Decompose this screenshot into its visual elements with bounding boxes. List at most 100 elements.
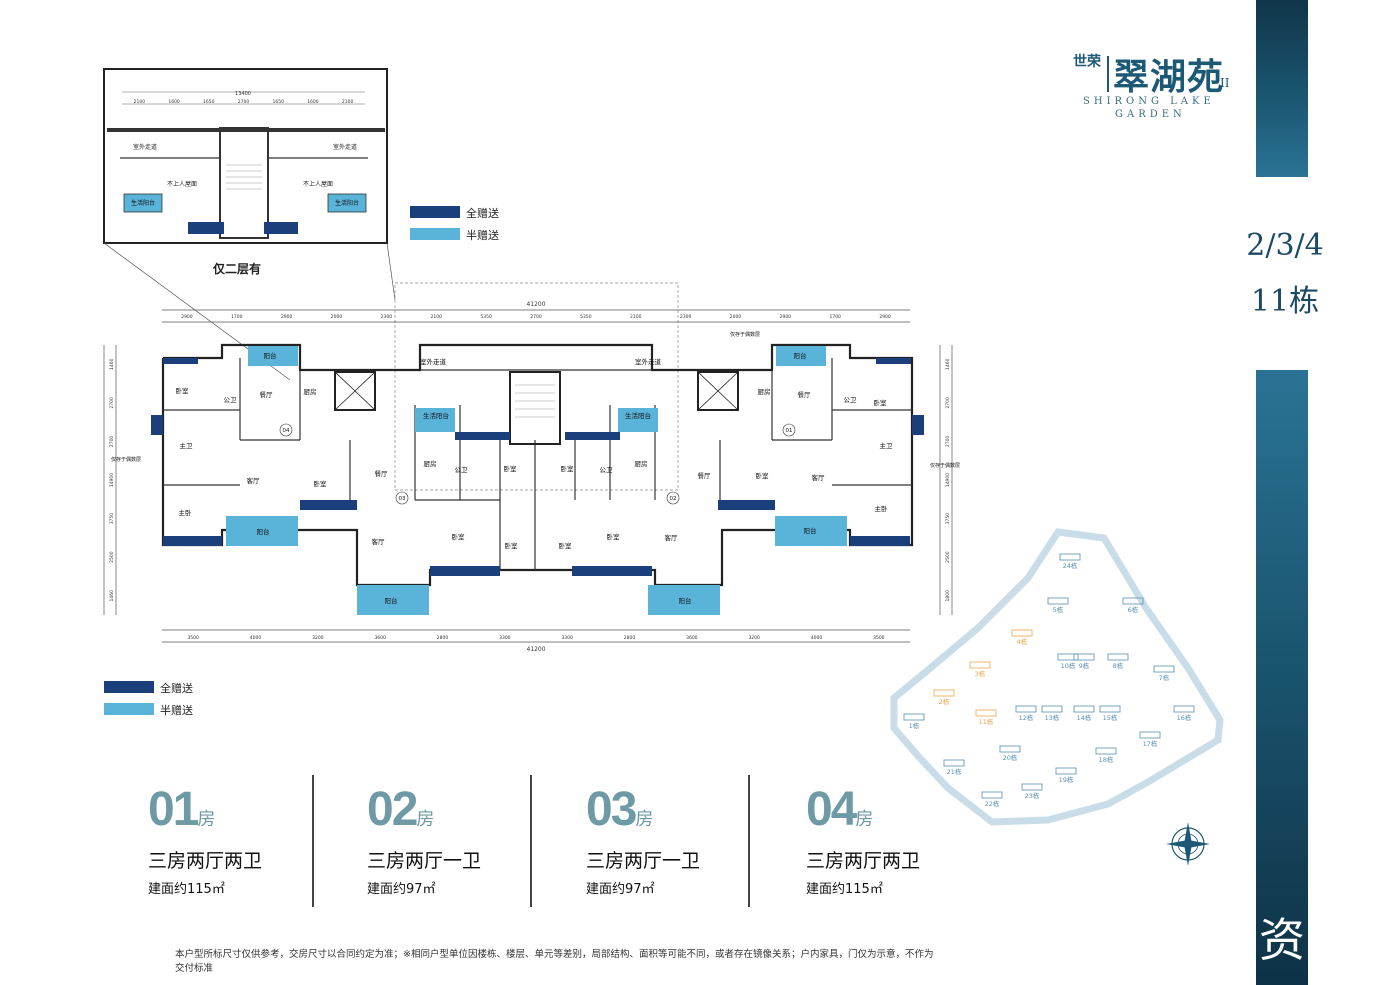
room-label: 客厅: [372, 537, 386, 546]
room-label: 阳台: [804, 526, 817, 535]
svg-text:不上人屋面: 不上人屋面: [167, 180, 197, 188]
room-label: 卧室: [559, 541, 573, 550]
plan-top-dim-label: 2300: [381, 314, 393, 320]
plan-bottom-dim-label: 3600: [374, 635, 386, 641]
site-building-shape: [1057, 653, 1079, 661]
side-banner-bottom: [1256, 370, 1308, 985]
room-label: 客厅: [812, 473, 826, 482]
inset-dim-label: 1650: [203, 99, 215, 105]
inset-dim-label: 1600: [168, 99, 180, 105]
site-building-shape: [1073, 705, 1095, 713]
room-label: 公卫: [600, 466, 614, 474]
site-building-label: 16栋: [1177, 713, 1192, 722]
room-label: 厨房: [304, 387, 317, 396]
plan-top-dim-label: 5350: [480, 314, 492, 320]
site-building-shape: [1021, 783, 1043, 791]
side-banner-top: [1256, 0, 1308, 177]
site-building-label: 19栋: [1059, 775, 1074, 784]
room-label: 阳台: [257, 527, 270, 536]
plan-right-dim-label: 2700: [945, 436, 951, 448]
side-banner-char: 资: [1259, 913, 1305, 967]
unit-tag-circle: [666, 491, 680, 505]
room-label: 生活阳台: [625, 411, 651, 420]
site-building-label: 5栋: [1053, 605, 1064, 614]
plan-top-dim-label: 2700: [530, 314, 542, 320]
plan-top-dim-label: 2000: [730, 314, 742, 320]
legend-full-label: 全赠送: [160, 682, 193, 695]
plan-walls: [161, 343, 914, 587]
unit-03-type: 三房两厅一卫: [586, 850, 701, 872]
site-building-label: 24栋: [1063, 561, 1078, 570]
room-label: 主卧: [179, 508, 193, 517]
unit-03: 03房: [586, 782, 653, 837]
unit-02-area: 建面约97㎡: [367, 882, 436, 897]
unit-01-type: 三房两厅两卫: [148, 850, 263, 872]
room-label: 卧室: [756, 471, 770, 480]
room-label: 餐厅: [798, 390, 812, 399]
site-building-shape: [1011, 629, 1033, 637]
plan-bottom-dim-label: 4000: [250, 635, 262, 641]
site-building-label: 21栋: [947, 767, 962, 776]
unit-04-type: 三房两厅两卫: [806, 850, 921, 872]
svg-text:不上人屋面: 不上人屋面: [303, 180, 333, 188]
inset-caption: 仅二层有: [213, 262, 262, 276]
inset-dim-label: 1600: [307, 99, 319, 105]
site-building-shape: [1047, 597, 1069, 605]
room-label: 主卫: [880, 441, 894, 450]
plan-left-dim-label: 14900: [109, 473, 115, 487]
site-building-label: 20栋: [1003, 753, 1018, 762]
room-label: 厨房: [635, 459, 648, 468]
site-building-label: 1栋: [909, 721, 920, 730]
room-label: 餐厅: [375, 469, 389, 478]
logo-brand-small: 世荣: [1073, 54, 1101, 70]
plan-right-dim-label: 2500: [945, 551, 951, 563]
room-label: 卧室: [176, 386, 190, 395]
room-label: 阳台: [794, 351, 807, 360]
room-label-note: 仅存于偶数层: [730, 331, 760, 338]
site-building-shape: [1073, 653, 1095, 661]
plan-bottom-dim-label: 2800: [437, 635, 449, 641]
unit-tag-circle: [782, 423, 796, 437]
site-building-shape: [1095, 747, 1117, 755]
plan-bottom-dim-label: 3500: [187, 635, 199, 641]
inset-legend-half-swatch: [410, 228, 460, 240]
plan-bottom-dim-label: 4000: [811, 635, 823, 641]
room-label: 卧室: [504, 464, 518, 473]
plan-left-dim-label: 1460: [109, 358, 115, 370]
room-label: 客厅: [665, 533, 679, 542]
site-boundary: [890, 528, 1224, 826]
site-building-shape: [969, 661, 991, 669]
plan-right-dim-label: 2700: [945, 397, 951, 409]
inset-legend-full-swatch: [410, 206, 460, 218]
inset-total-dim: 13400: [235, 91, 251, 97]
site-building-label: 7栋: [1159, 673, 1170, 682]
site-building-label: 18栋: [1099, 755, 1114, 764]
plan-top-dim-label: 2000: [331, 314, 343, 320]
site-building-label: 14栋: [1077, 713, 1092, 722]
plan-half-gift-areas: [226, 346, 847, 615]
unit-tag-label: 04: [283, 428, 290, 434]
room-label: 卧室: [314, 479, 328, 488]
inset-dim-label: 1650: [272, 99, 284, 105]
inset-legend-half-label: 半赠送: [466, 229, 499, 242]
unit-04-area: 建面约115㎡: [806, 882, 883, 897]
plan-bottom-dim-label: 3300: [499, 635, 511, 641]
plan-left-dim-label: 2700: [109, 436, 115, 448]
site-building-label: 17栋: [1143, 739, 1158, 748]
svg-text:生活阳台: 生活阳台: [335, 199, 359, 207]
unit-tag-label: 01: [786, 428, 793, 434]
room-label: 卧室: [607, 532, 621, 541]
plan-bottom-dim-label: 3500: [873, 635, 885, 641]
room-label: 卧室: [561, 464, 575, 473]
room-label: 厨房: [424, 459, 437, 468]
site-building-label: 3栋: [975, 669, 986, 678]
plan-right-dim-label: 3750: [945, 513, 951, 525]
site-building-label: 9栋: [1079, 661, 1090, 670]
unit-separator: [748, 775, 750, 907]
site-building-shape: [1055, 767, 1077, 775]
site-building-label: 2栋: [939, 697, 950, 706]
site-building-label: 4栋: [1017, 637, 1028, 646]
